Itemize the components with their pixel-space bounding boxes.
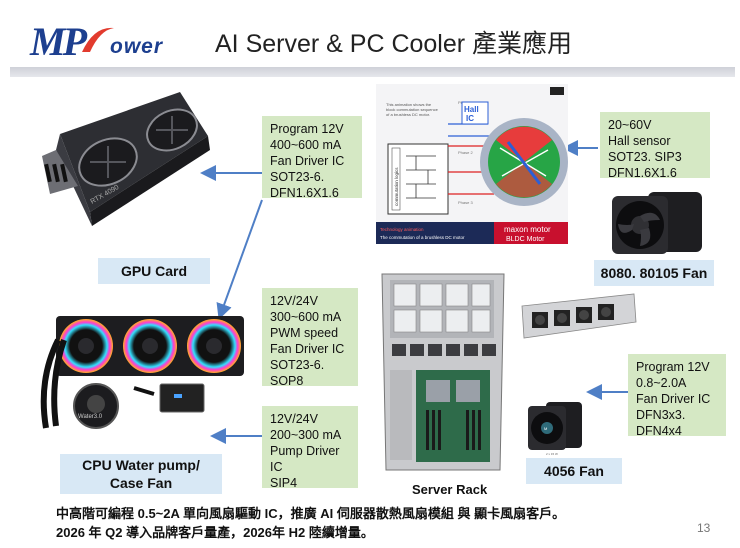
bldc-spec-line-3: SOT23. SIP3: [608, 150, 682, 164]
phase-label-3: Phase 3: [458, 200, 473, 205]
bldc-spec-line-2: Hall sensor: [608, 134, 671, 148]
server-rack-image: [381, 273, 505, 471]
anim-note-line-2: block commutation sequence: [386, 107, 439, 112]
page-title: AI Server & PC Cooler 產業應用: [215, 30, 573, 58]
svg-text:2 x 15 W: 2 x 15 W: [546, 452, 558, 456]
logo-mp-text: MP: [30, 19, 87, 64]
maxon-motor-label: maxon motor: [504, 225, 551, 234]
tech-animation-label: Technology animation: [380, 227, 424, 232]
commutation-logic-label: commutation logics: [394, 167, 399, 206]
fan-driver-spec-line-2: 300~600 mA: [270, 310, 342, 324]
commutation-caption: The commutation of a brushless DC motor: [380, 235, 465, 240]
pump-spec-line-5: SIP4: [270, 476, 298, 490]
gpu-card-label: GPU Card: [98, 258, 210, 284]
anim-note-line-3: of a brushless DC motor.: [386, 112, 430, 117]
fan-driver-spec-box: 12V/24V 300~600 mA PWM speed Fan Driver …: [262, 288, 358, 388]
pump-spec-line-4: IC: [270, 460, 283, 474]
fan4056-spec-box: Program 12V 0.8~2.0A Fan Driver IC DFN3x…: [628, 354, 726, 438]
fan-driver-spec-line-4: Fan Driver IC: [270, 342, 345, 356]
logo-swoosh-icon: [82, 27, 114, 52]
footer-line-1: 中高階可編程 0.5~2A 單向風扇驅動 IC，推廣 AI 伺服器散熱風扇模組 …: [56, 506, 566, 521]
water-brand-text: Water3.0: [78, 414, 103, 420]
fan-driver-spec-line-5: SOT23-6.: [270, 358, 325, 372]
bldc-spec-box: 20~60V Hall sensor SOT23. SIP3 DFN1.6X1.…: [600, 112, 710, 180]
fan-4056-label: 4056 Fan: [526, 458, 622, 484]
gpu-spec-box: Program 12V 400~600 mA Fan Driver IC SOT…: [262, 116, 362, 200]
bldc-spec-line-1: 20~60V: [608, 118, 652, 132]
hall-label: Hall: [464, 105, 479, 114]
cpu-water-pump-label-line-1: CPU Water pump/: [82, 457, 200, 473]
fan4056-spec-line-2: 0.8~2.0A: [636, 376, 687, 390]
fan4056-spec-line-3: Fan Driver IC: [636, 392, 711, 406]
ic-label: IC: [466, 114, 474, 123]
gpu-spec-line-3: Fan Driver IC: [270, 154, 345, 168]
gpu-spec-line-5: DFN1.6X1.6: [270, 186, 339, 200]
fan4056-spec-line-1: Program 12V: [636, 360, 710, 374]
cpu-water-pump-label-line-2: Case Fan: [109, 475, 173, 491]
server-rack-caption: Server Rack: [412, 482, 488, 497]
gpu-card-image: RTX 4090: [42, 92, 210, 226]
cpu-water-pump-label: CPU Water pump/ Case Fan: [60, 454, 222, 494]
fan-4056-image: M 2 x 15 W: [528, 402, 582, 456]
footer-summary: 中高階可編程 0.5~2A 單向風扇驅動 IC，推廣 AI 伺服器散熱風扇模組 …: [56, 504, 565, 542]
water-cooler-image: Water3.0: [40, 316, 244, 429]
fan-driver-spec-line-6: SOP8: [270, 374, 304, 388]
pump-spec-line-3: Pump Driver: [270, 444, 340, 458]
svg-text:M: M: [544, 426, 547, 431]
fan4056-spec-line-4: DFN3x3.: [636, 408, 686, 422]
pump-spec-line-2: 200~300 mA: [270, 428, 342, 442]
fan-8080-label: 8080. 80105 Fan: [594, 260, 714, 286]
gpu-spec-line-2: 400~600 mA: [270, 138, 342, 152]
mpower-logo: MP ower: [30, 18, 190, 64]
page-number: 13: [697, 521, 711, 535]
fan4056-spec-line-5: DFN4x4: [636, 424, 682, 438]
bldc-motor-label: BLDC Motor: [506, 236, 545, 243]
pump-driver-spec-box: 12V/24V 200~300 mA Pump Driver IC SIP4: [262, 406, 358, 490]
gpu-spec-line-1: Program 12V: [270, 122, 344, 136]
bldc-motor-diagram: This animation shows the block commutati…: [376, 84, 568, 244]
fan-driver-spec-line-1: 12V/24V: [270, 294, 318, 308]
gpu-spec-line-4: SOT23-6.: [270, 170, 325, 184]
header-divider: [10, 67, 735, 77]
bldc-spec-line-4: DFN1.6X1.6: [608, 166, 677, 180]
fan-driver-spec-line-3: PWM speed: [270, 326, 339, 340]
server-fan-module-image: [521, 293, 637, 339]
pump-spec-line-1: 12V/24V: [270, 412, 318, 426]
anim-note-line-1: This animation shows the: [386, 102, 432, 107]
fan-8080-image: [612, 192, 702, 254]
footer-line-2: 2026 年 Q2 導入品牌客戶量產，2026年 H2 陸續增量。: [56, 525, 374, 540]
arrow-gpu-to-water: [216, 199, 263, 320]
logo-ower-text: ower: [110, 35, 164, 58]
phase-label-2: Phase 2: [458, 150, 473, 155]
